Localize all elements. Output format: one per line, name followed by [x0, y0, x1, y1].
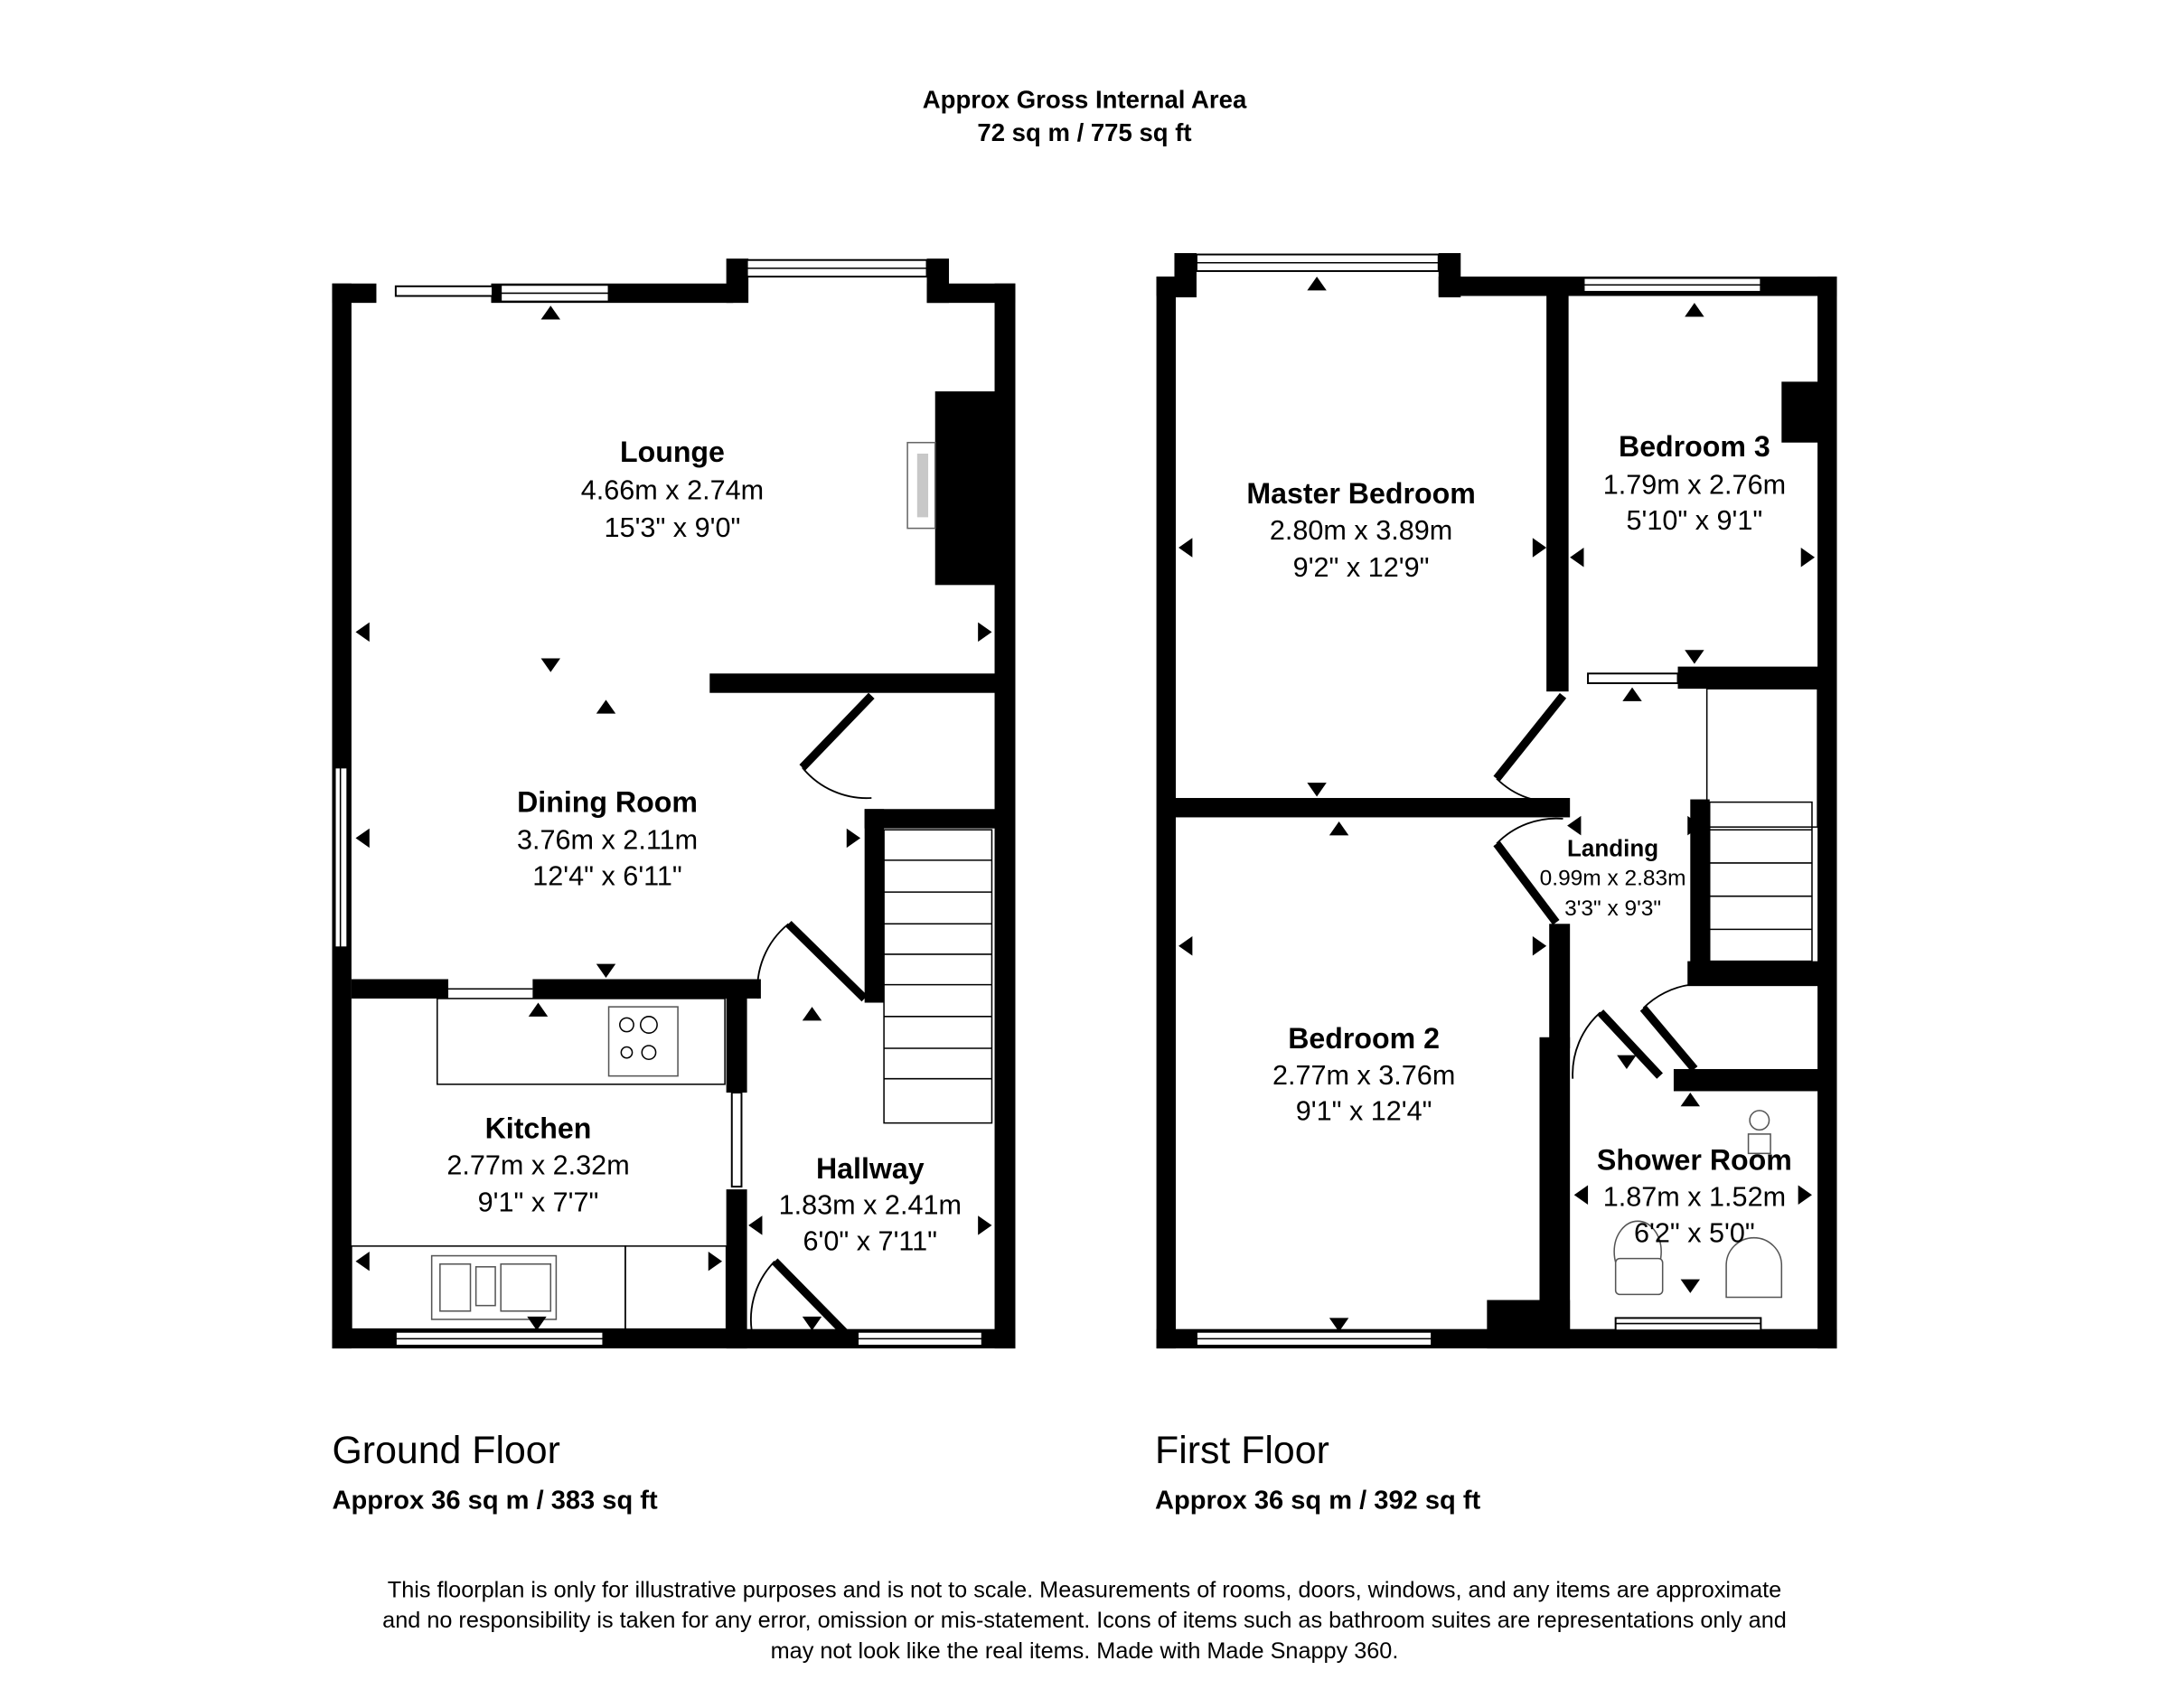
svg-text:1.79m x 2.76m: 1.79m x 2.76m	[1603, 469, 1786, 500]
svg-text:2.77m x 3.76m: 2.77m x 3.76m	[1272, 1060, 1455, 1091]
room-bedroom-3: Bedroom 3 1.79m x 2.76m 5'10" x 9'1"	[1603, 430, 1786, 536]
gross-area-value: 72 sq m / 775 sq ft	[977, 118, 1191, 146]
svg-text:Bedroom 3: Bedroom 3	[1619, 430, 1770, 463]
gross-area-title: Approx Gross Internal Area	[923, 85, 1247, 113]
hob-icon	[607, 1006, 679, 1077]
svg-text:Hallway: Hallway	[816, 1152, 925, 1185]
ground-floor-plan	[332, 258, 1016, 1349]
disclaimer-line-2: and no responsibility is taken for any e…	[382, 1608, 1787, 1633]
ground-floor-area: Approx 36 sq m / 383 sq ft	[332, 1487, 657, 1516]
room-hallway: Hallway 1.83m x 2.41m 6'0" x 7'11"	[779, 1152, 962, 1257]
room-shower-room: Shower Room 1.87m x 1.52m 6'2" x 5'0"	[1597, 1144, 1792, 1249]
svg-text:6'0" x 7'11": 6'0" x 7'11"	[803, 1225, 938, 1256]
ground-floor-label: Ground Floor	[332, 1429, 559, 1472]
svg-text:2.77m x 2.32m: 2.77m x 2.32m	[446, 1150, 629, 1180]
first-floor-label: First Floor	[1155, 1429, 1329, 1472]
svg-text:4.66m x 2.74m: 4.66m x 2.74m	[581, 474, 764, 505]
ground-stairs	[883, 829, 993, 1124]
door-lounge-hall	[799, 692, 875, 771]
svg-text:1.83m x 2.41m: 1.83m x 2.41m	[779, 1190, 962, 1221]
room-master-bedroom: Master Bedroom 2.80m x 3.89m 9'2" x 12'9…	[1246, 477, 1475, 583]
room-lounge: Lounge 4.66m x 2.74m 15'3" x 9'0"	[581, 436, 764, 543]
first-floor-plan	[1156, 253, 1837, 1349]
svg-text:2.80m x 3.89m: 2.80m x 3.89m	[1270, 515, 1452, 546]
room-landing: Landing 0.99m x 2.83m 3'3" x 9'3"	[1540, 834, 1686, 921]
door-dining-hall	[785, 921, 868, 1002]
svg-text:1.87m x 1.52m: 1.87m x 1.52m	[1603, 1181, 1786, 1212]
svg-text:6'2" x 5'0": 6'2" x 5'0"	[1634, 1217, 1755, 1248]
svg-text:Dining Room: Dining Room	[517, 785, 698, 818]
svg-text:3'3" x 9'3": 3'3" x 9'3"	[1564, 896, 1661, 921]
svg-text:Shower Room: Shower Room	[1597, 1144, 1792, 1177]
svg-text:Kitchen: Kitchen	[485, 1112, 592, 1144]
svg-text:15'3" x 9'0": 15'3" x 9'0"	[605, 512, 741, 543]
disclaimer-line-1: This floorplan is only for illustrative …	[388, 1578, 1781, 1603]
room-dining-room: Dining Room 3.76m x 2.11m 12'4" x 6'11"	[517, 785, 698, 891]
svg-text:Landing: Landing	[1567, 834, 1658, 861]
svg-text:Bedroom 2: Bedroom 2	[1288, 1022, 1440, 1055]
svg-text:5'10" x 9'1": 5'10" x 9'1"	[1627, 505, 1763, 536]
svg-text:12'4" x 6'11": 12'4" x 6'11"	[532, 860, 682, 891]
disclaimer-line-3: may not look like the real items. Made w…	[771, 1638, 1399, 1664]
svg-text:Master Bedroom: Master Bedroom	[1246, 477, 1475, 510]
front-door	[771, 1258, 854, 1342]
svg-text:9'1" x 7'7": 9'1" x 7'7"	[478, 1187, 599, 1218]
sink-icon	[430, 1254, 558, 1320]
svg-text:Lounge: Lounge	[620, 436, 725, 468]
sliding-door-window	[394, 285, 493, 297]
room-bedroom-2: Bedroom 2 2.77m x 3.76m 9'1" x 12'4"	[1272, 1022, 1455, 1127]
basin-icon	[1725, 1236, 1783, 1299]
shower-icon	[1747, 1110, 1771, 1155]
toilet-icon	[1613, 1220, 1664, 1296]
room-kitchen: Kitchen 2.77m x 2.32m 9'1" x 7'7"	[446, 1112, 629, 1217]
svg-text:0.99m x 2.83m: 0.99m x 2.83m	[1540, 866, 1686, 890]
svg-text:3.76m x 2.11m: 3.76m x 2.11m	[517, 825, 698, 856]
first-floor-area: Approx 36 sq m / 392 sq ft	[1155, 1487, 1480, 1516]
svg-text:9'2" x 12'9": 9'2" x 12'9"	[1293, 552, 1430, 583]
svg-text:9'1" x 12'4": 9'1" x 12'4"	[1296, 1096, 1432, 1127]
